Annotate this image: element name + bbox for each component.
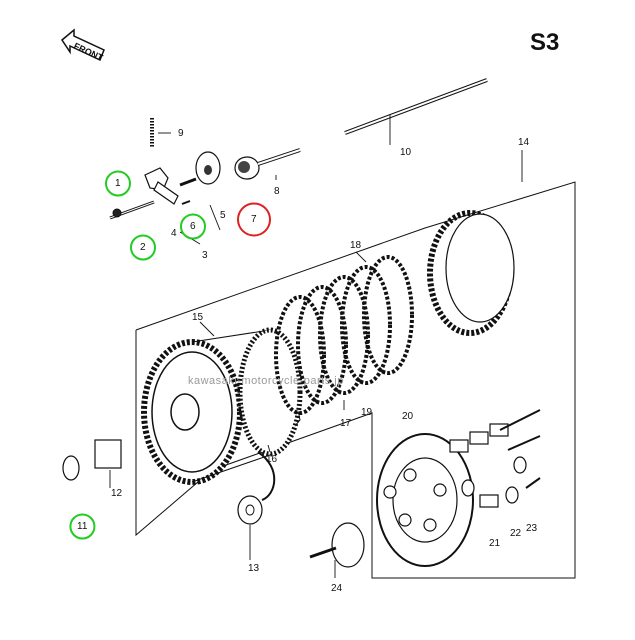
callout-2: 2 — [140, 242, 146, 253]
highlight-ring-6 — [180, 213, 206, 240]
pressure-plate — [376, 433, 474, 567]
callout-17: 17 — [340, 418, 352, 429]
callout-18: 18 — [350, 240, 362, 251]
callout-labels: 1 2 3 4 5 6 7 8 9 10 11 12 13 14 15 16 1… — [77, 128, 538, 594]
callout-8: 8 — [274, 186, 280, 197]
callout-19: 19 — [361, 407, 373, 418]
highlight-ring-11 — [69, 513, 96, 540]
adjuster-and-pushrod-8 — [234, 148, 301, 180]
highlight-ring-2 — [130, 234, 156, 261]
clutch-plates — [274, 210, 515, 415]
release-lever-assembly — [109, 151, 221, 220]
highlight-ring-1 — [105, 170, 131, 197]
callout-13: 13 — [248, 563, 260, 574]
callout-14: 14 — [518, 137, 530, 148]
callout-12: 12 — [111, 488, 123, 499]
collar-and-spacer — [62, 439, 122, 481]
callout-16: 16 — [266, 454, 278, 465]
spring-washer-bolt-set — [449, 409, 541, 508]
callout-7: 7 — [251, 214, 257, 225]
callout-20: 20 — [402, 411, 414, 422]
callout-3: 3 — [202, 250, 208, 261]
clutch-housing — [141, 327, 303, 485]
watermark: kawasaki-motorcycle-parts.jp — [188, 375, 344, 387]
callout-21: 21 — [489, 538, 501, 549]
highlight-circles — [69, 170, 271, 540]
push-rod — [344, 78, 488, 135]
page-code: S3 — [530, 29, 559, 56]
callout-23: 23 — [526, 523, 538, 534]
highlight-ring-7 — [237, 202, 271, 237]
callout-15: 15 — [192, 312, 204, 323]
front-arrow-icon: FRONT — [61, 28, 105, 63]
callout-22: 22 — [510, 528, 522, 539]
callout-10: 10 — [400, 147, 412, 158]
callout-6: 6 — [190, 221, 196, 232]
washer-and-push-bolt — [237, 451, 365, 568]
callout-11: 11 — [77, 521, 88, 532]
callout-24: 24 — [331, 583, 343, 594]
callout-1: 1 — [115, 178, 121, 189]
callout-4: 4 — [171, 228, 177, 239]
callout-9: 9 — [178, 128, 184, 139]
callout-5: 5 — [220, 210, 226, 221]
